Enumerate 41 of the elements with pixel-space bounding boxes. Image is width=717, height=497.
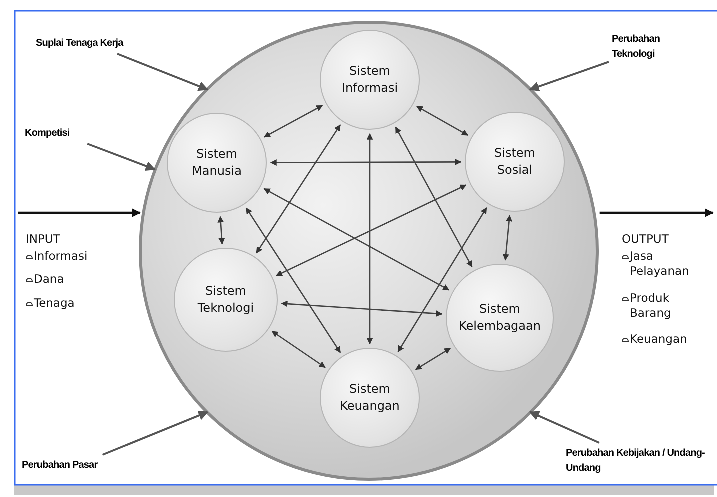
- double-arrow: [276, 184, 467, 276]
- list-item: Produk Barang: [630, 291, 672, 321]
- arrow: [102, 410, 209, 456]
- system-name: Sistem Kelembagaan: [459, 300, 541, 335]
- system-name: Sistem Teknologi: [198, 282, 254, 317]
- list-heading: OUTPUT: [622, 232, 669, 246]
- double-arrow: [366, 133, 374, 345]
- double-arrow: [502, 215, 512, 261]
- arrow: [529, 61, 610, 92]
- double-arrow: [415, 348, 452, 370]
- list-item: Tenaga: [34, 296, 76, 311]
- double-arrow: [256, 124, 341, 254]
- factor-label: Perubahan Pasar: [22, 459, 99, 473]
- double-arrow: [264, 188, 450, 291]
- double-arrow: [270, 158, 462, 166]
- list-heading: INPUT: [26, 232, 60, 246]
- system-name: Sistem Sosial: [494, 144, 536, 179]
- factor-label: Perubahan Teknologi: [612, 33, 662, 62]
- system-name: Sistem Keuangan: [340, 380, 400, 415]
- list-item: Informasi: [34, 249, 89, 264]
- flow-arrow: [600, 208, 714, 218]
- factor-label: Suplai Tenaga Kerja: [36, 37, 125, 51]
- arrow: [87, 143, 156, 172]
- list-item: Keuangan: [630, 332, 688, 347]
- arrow: [529, 411, 600, 444]
- factor-label: Perubahan Kebijakan / Undang-Undang: [566, 447, 706, 476]
- double-arrow: [398, 207, 488, 353]
- arrow: [117, 53, 209, 92]
- double-arrow: [395, 126, 473, 268]
- list-item: Dana: [34, 272, 66, 287]
- double-arrow: [218, 216, 226, 245]
- factor-label: Kompetisi: [25, 127, 71, 141]
- system-name: Sistem Manusia: [192, 146, 242, 180]
- double-arrow: [272, 330, 326, 368]
- system-name: Sistem Informasi: [342, 62, 398, 97]
- list-item: Jasa Pelayanan: [630, 249, 690, 279]
- double-arrow: [264, 105, 324, 138]
- double-arrow: [281, 300, 443, 318]
- flow-arrow: [18, 208, 142, 218]
- double-arrow: [246, 208, 342, 354]
- double-arrow: [416, 106, 469, 136]
